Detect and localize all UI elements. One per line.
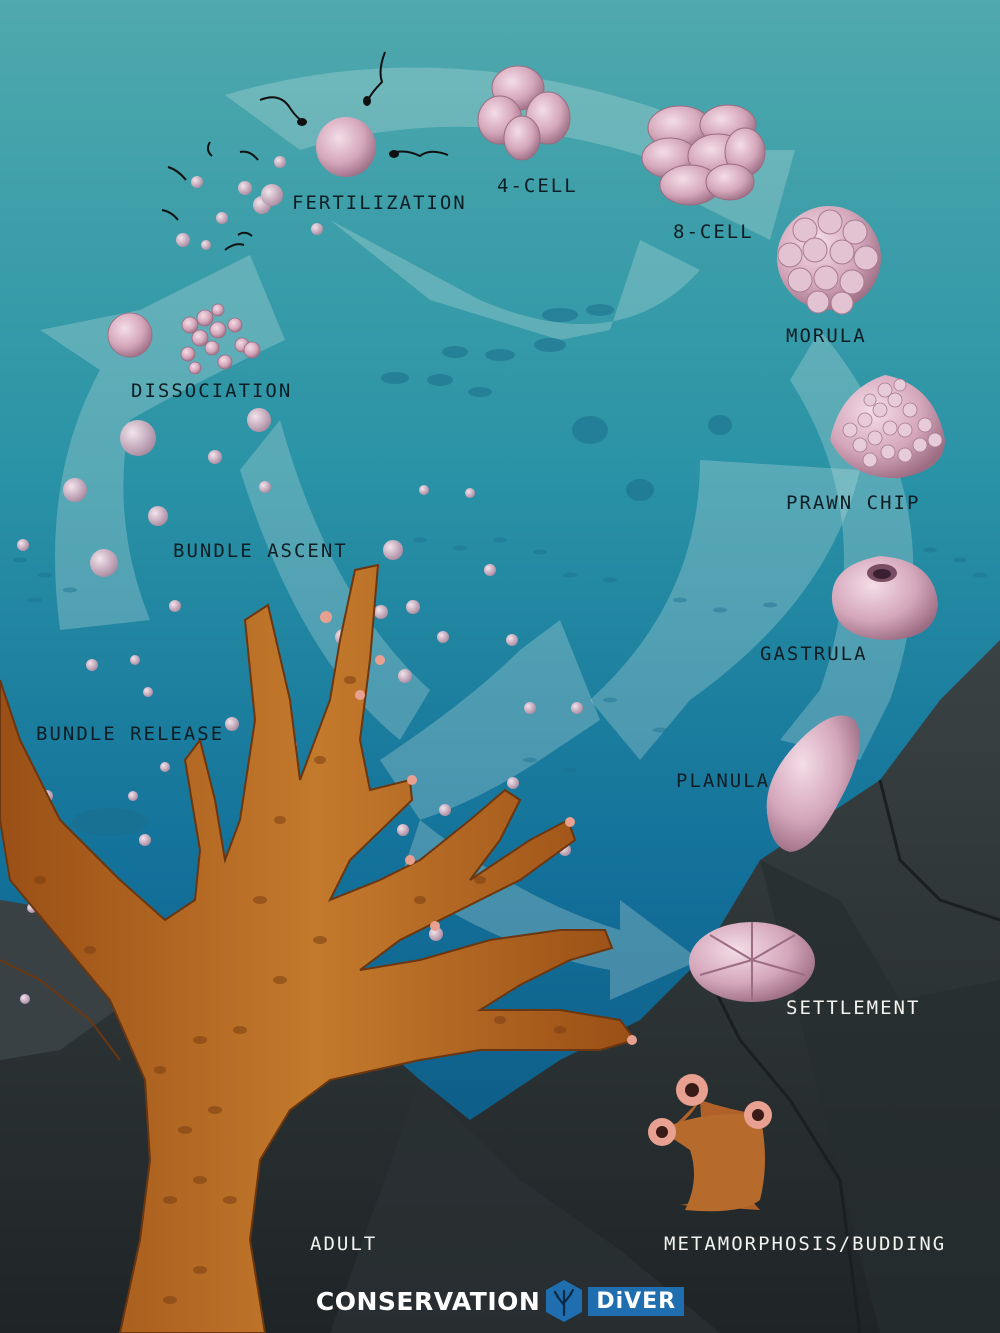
brand-name-left: CONSERVATION xyxy=(315,1286,541,1316)
embryo-gastrula xyxy=(831,556,938,640)
coral-polyp-texture xyxy=(34,676,566,1304)
label-gastrula: GASTRULA xyxy=(760,643,868,665)
adult-coral-colony xyxy=(0,563,637,1333)
small-fish-swarm xyxy=(13,537,987,773)
label-8-cell: 8-CELL xyxy=(673,221,754,243)
embryo-prawn-chip xyxy=(830,375,945,479)
embryo-4-cell xyxy=(477,65,571,161)
label-bundle-ascent: BUNDLE ASCENT xyxy=(173,540,348,562)
coral-tip-polyps xyxy=(320,611,637,1045)
label-settlement: SETTLEMENT xyxy=(786,997,921,1019)
label-metamorphosis-budding: METAMORPHOSIS/BUDDING xyxy=(664,1233,947,1255)
label-4-cell: 4-CELL xyxy=(497,175,578,197)
egg-fertilization xyxy=(316,117,376,177)
dissociation-clusters xyxy=(107,303,261,375)
sperm-cells xyxy=(161,51,449,251)
label-morula: MORULA xyxy=(786,325,867,347)
embryo-morula xyxy=(777,206,881,315)
label-fertilization: FERTILIZATION xyxy=(292,192,467,214)
label-planula: PLANULA xyxy=(676,770,771,792)
label-adult: ADULT xyxy=(310,1233,378,1255)
larva-planula xyxy=(766,715,860,852)
coral-hexagon-icon xyxy=(546,1280,583,1322)
embryo-8-cell xyxy=(641,104,766,206)
label-prawn-chip: PRAWN CHIP xyxy=(786,492,921,514)
fish-school xyxy=(72,304,732,836)
polyp-settlement xyxy=(689,922,815,1002)
brand-footer: CONSERVATION DiVER xyxy=(0,1278,1000,1324)
label-bundle-release: BUNDLE RELEASE xyxy=(36,723,225,745)
polyp-metamorphosis xyxy=(648,1074,772,1212)
brand-name-right: DiVER xyxy=(588,1286,685,1316)
label-dissociation: DISSOCIATION xyxy=(131,380,293,402)
